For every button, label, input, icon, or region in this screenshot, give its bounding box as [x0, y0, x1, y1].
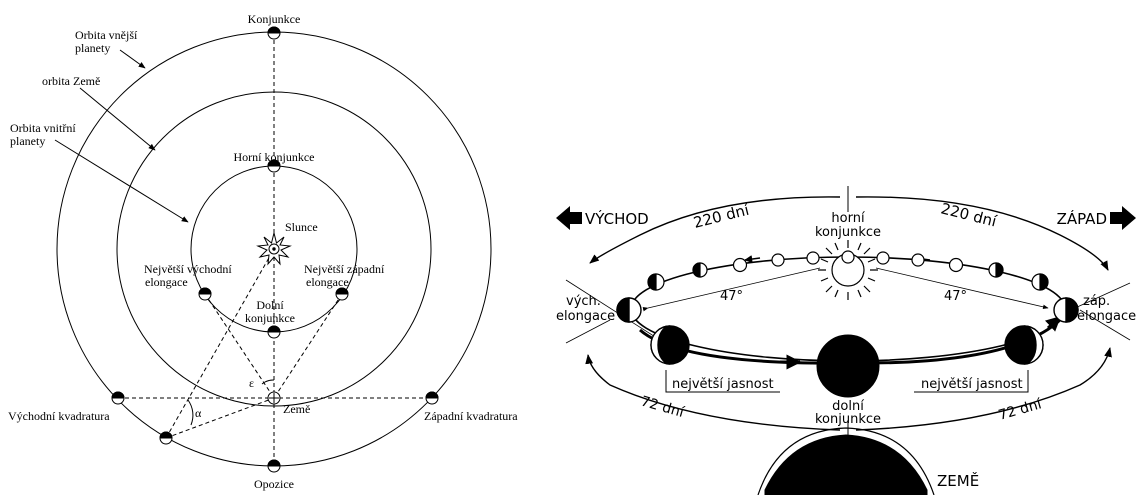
label-alpha: α: [195, 406, 202, 420]
back-orbit-planets: [647, 250, 1049, 291]
elongation-tick-right-2: [1079, 309, 1131, 341]
earth-symbol: [267, 391, 281, 405]
label-greatest-west-1: Největší západní: [304, 262, 385, 276]
elongation-tick-right: [1074, 282, 1131, 309]
label-inferior-2: konjunkce: [815, 412, 881, 427]
label-brightest-left: největší jasnost: [672, 377, 774, 392]
planet-brightest-left-icon: [650, 325, 690, 365]
pointer-inner-orbit: [54, 139, 189, 223]
west-arrow-icon: [1110, 206, 1136, 230]
label-inferior-conj-2: konjunkce: [245, 311, 295, 325]
elongation-tick-left-2: [565, 319, 611, 344]
angle-line-right: [875, 267, 1049, 310]
planet-east-elongation: [198, 287, 212, 301]
label-angle-left: 47°: [720, 289, 743, 304]
left-labels: Konjunkce Orbita vnější planety orbita Z…: [8, 12, 518, 491]
label-220-left: 220 dní: [692, 201, 752, 232]
label-greatest-east-1: Největší východní: [144, 262, 232, 276]
arc-72-right: [855, 347, 1112, 431]
label-east-elong-2: elongace: [556, 309, 615, 324]
sun-rays-icon: [818, 240, 878, 300]
label-sun: Slunce: [285, 220, 318, 234]
planet-opposition: [267, 459, 281, 473]
label-east-elong-1: vých.: [566, 294, 601, 309]
label-opposition: Opozice: [254, 477, 294, 491]
label-conjunction: Konjunkce: [248, 12, 301, 26]
label-72-right: 72 dní: [997, 396, 1045, 424]
label-earth: Země: [283, 402, 310, 416]
planet-west-quadrature: [425, 391, 439, 405]
planet-inferior-conjunction-icon: [816, 334, 880, 398]
pointer-earth-orbit: [79, 87, 156, 151]
label-inferior-1: dolní: [832, 399, 864, 414]
elongation-tick-left: [565, 279, 661, 341]
label-east: VÝCHOD: [585, 209, 649, 228]
label-outer-orbit-2: planety: [75, 41, 110, 55]
arc-72-left: [585, 354, 841, 431]
label-220-right: 220 dní: [939, 199, 999, 230]
label-inferior-conj-1: Dolní: [256, 298, 284, 312]
label-superior-conjunction: Horní konjunkce: [234, 150, 315, 164]
east-arrow-icon: [556, 206, 582, 230]
orbit-back-arrow-1: [744, 255, 761, 264]
label-outer-orbit: Orbita vnější: [75, 28, 138, 42]
label-west-elong-2: elongace: [1077, 309, 1136, 324]
label-epsilon: ε: [249, 376, 254, 390]
bracket-brightest-left: [665, 370, 780, 393]
right-elongation-diagram: [556, 186, 1136, 495]
label-inner-orbit-2: planety: [10, 134, 45, 148]
arc-220-left: [589, 196, 841, 264]
label-superior-2: konjunkce: [815, 225, 881, 240]
alpha-arc: [187, 399, 194, 426]
label-greatest-east-2: elongace: [145, 275, 188, 289]
planet-west-elongation-icon: [1053, 297, 1079, 323]
label-superior-1: horní: [831, 211, 865, 226]
label-greatest-west-2: elongace: [306, 275, 349, 289]
earth-globe-rim: [757, 427, 935, 495]
label-west: ZÁPAD: [1057, 209, 1107, 228]
planet-east-elongation-icon: [616, 297, 642, 323]
earth-globe: [764, 434, 928, 495]
label-72-left: 72 dní: [639, 393, 687, 421]
planet-west-elongation: [335, 287, 349, 301]
planet-conjunction: [267, 26, 281, 40]
label-east-quadrature: Východní kvadratura: [8, 409, 110, 423]
label-inner-orbit: Orbita vnitřní: [10, 121, 76, 135]
planet-superior-conjunction: [267, 159, 281, 173]
angle-line-left: [642, 267, 821, 312]
planet-brightest-right-icon: [1004, 325, 1044, 365]
planet-east-quadrature: [111, 391, 125, 405]
label-west-elong-1: záp.: [1083, 294, 1110, 309]
epsilon-arc: [261, 379, 275, 385]
planet-inferior-conjunction: [267, 325, 281, 339]
label-brightest-right: největší jasnost: [921, 377, 1023, 392]
left-planets: [111, 26, 439, 473]
label-earth-orbit: orbita Země: [42, 74, 100, 88]
arc-220-right: [855, 196, 1109, 271]
label-angle-right: 47°: [944, 289, 967, 304]
label-earth-right: ZEMĚ: [937, 471, 979, 490]
sun-icon: [256, 232, 292, 266]
pointer-outer-orbit: [119, 49, 146, 69]
planet-alpha-position: [159, 431, 173, 445]
label-west-quadrature: Západní kvadratura: [424, 409, 518, 423]
bracket-brightest-right: [914, 370, 1029, 393]
